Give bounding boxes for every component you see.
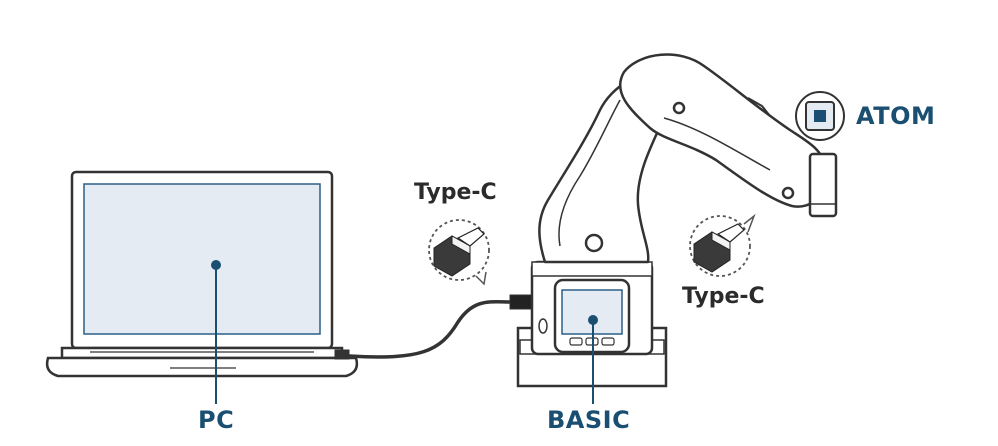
type-c-label-right: Type-C [682,284,765,309]
robot-arm [538,53,838,264]
atom-label: ATOM [856,102,936,130]
pc-label: PC [198,406,235,434]
atom-module-icon [795,91,845,141]
type-c-label-left: Type-C [414,180,497,205]
usb-type-c-plug-icon [689,213,756,277]
basic-label: BASIC [547,406,631,434]
laptop [45,170,359,378]
usb-type-c-plug-icon [428,219,490,286]
usb-cable [334,294,537,360]
